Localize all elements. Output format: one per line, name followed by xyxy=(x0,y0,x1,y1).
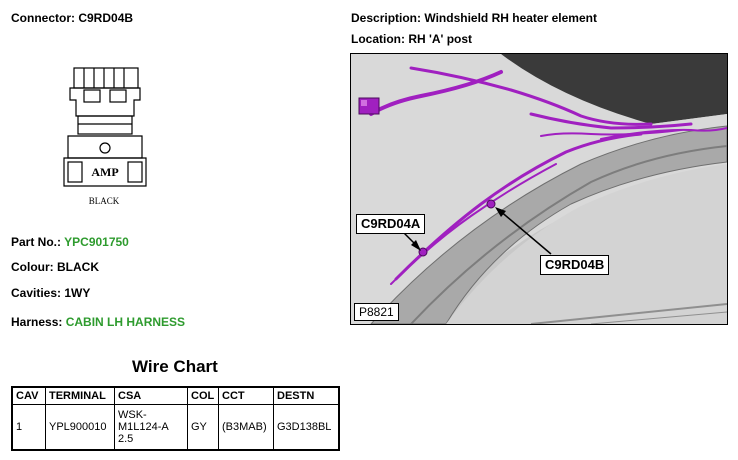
csa-line-1: WSK- xyxy=(118,409,147,421)
wire-chart-table: CAV TERMINAL CSA COL CCT DESTN 1 YPL9000… xyxy=(11,386,340,451)
cell-cav: 1 xyxy=(11,404,46,451)
photo-code: P8821 xyxy=(354,303,399,321)
connector-value: C9RD04B xyxy=(78,11,134,25)
header-col: COL xyxy=(187,386,219,405)
header-cav: CAV xyxy=(11,386,46,405)
cell-csa: WSK- M1L124-A 2.5 xyxy=(114,404,188,451)
csa-line-2: M1L124-A xyxy=(118,421,169,433)
connector-drawing: AMP BLACK xyxy=(63,67,147,206)
cavities-line: Cavities: 1WY xyxy=(11,286,90,300)
csa-line-3: 2.5 xyxy=(118,433,134,445)
description-value: Windshield RH heater element xyxy=(424,11,597,25)
cell-col: GY xyxy=(187,404,219,451)
connector-line: Connector: C9RD04B xyxy=(11,11,133,25)
table-header-row: CAV TERMINAL CSA COL CCT DESTN xyxy=(11,386,340,405)
callout-c9rd04b: C9RD04B xyxy=(540,255,610,275)
harness-line: Harness: CABIN LH HARNESS xyxy=(11,315,185,329)
header-csa: CSA xyxy=(114,386,188,405)
cavities-label: Cavities: xyxy=(11,286,62,300)
description-line: Description: Windshield RH heater elemen… xyxy=(351,11,597,25)
part-no-label: Part No.: xyxy=(11,235,62,249)
harness-route xyxy=(369,66,727,285)
cell-destn: G3D138BL xyxy=(273,404,340,451)
header-cct: CCT xyxy=(218,386,274,405)
location-value: RH 'A' post xyxy=(408,32,473,46)
wire-chart-title: Wire Chart xyxy=(132,357,218,376)
connector-block xyxy=(358,97,380,115)
location-label: Location: xyxy=(351,32,405,46)
part-no-value: YPC901750 xyxy=(64,235,129,249)
part-no-line: Part No.: YPC901750 xyxy=(11,235,129,249)
harness-label: Harness: xyxy=(11,315,63,329)
header-destn: DESTN xyxy=(273,386,340,405)
cell-terminal: YPL900010 xyxy=(45,404,115,451)
connector-label: Connector: xyxy=(11,11,75,25)
colour-value: BLACK xyxy=(57,260,99,274)
header-terminal: TERMINAL xyxy=(45,386,115,405)
cavities-value: 1WY xyxy=(64,286,91,300)
description-label: Description: xyxy=(351,11,422,25)
location-line: Location: RH 'A' post xyxy=(351,32,472,46)
drawing-colour: BLACK xyxy=(89,196,120,206)
drawing-brand: AMP xyxy=(91,165,118,179)
location-photo xyxy=(350,53,728,325)
harness-value: CABIN LH HARNESS xyxy=(65,315,186,329)
colour-label: Colour: xyxy=(11,260,54,274)
callout-c9rd04a: C9RD04A xyxy=(356,214,426,234)
table-row: 1 YPL900010 WSK- M1L124-A 2.5 GY (B3MAB)… xyxy=(11,404,340,451)
colour-line: Colour: BLACK xyxy=(11,260,99,274)
cell-cct: (B3MAB) xyxy=(218,404,274,451)
